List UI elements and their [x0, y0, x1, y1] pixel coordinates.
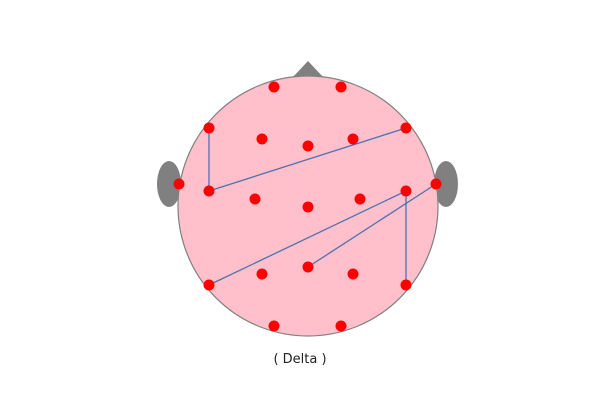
band-caption: ( Delta ): [273, 352, 327, 367]
electrode-dot: [400, 185, 412, 197]
electrode-dot: [302, 261, 314, 273]
electrode-dot: [302, 201, 314, 213]
left-ear: [157, 161, 181, 207]
connection-line: [208, 190, 407, 286]
electrode-dot: [400, 279, 412, 291]
electrode-dot: [347, 268, 359, 280]
electrode-dot: [203, 185, 215, 197]
electrode-dot: [347, 133, 359, 145]
connection-line: [208, 127, 407, 192]
electrode-dot: [335, 81, 347, 93]
electrode-dot: [302, 140, 314, 152]
electrode-dot: [335, 320, 347, 332]
electrode-dot: [400, 122, 412, 134]
electrode-dot: [203, 122, 215, 134]
electrode-dot: [268, 320, 280, 332]
connection-lines: [208, 127, 437, 286]
electrode-dot: [256, 268, 268, 280]
electrode-dot: [203, 279, 215, 291]
electrode-dot: [268, 81, 280, 93]
right-ear: [434, 161, 458, 207]
electrode-dot: [354, 193, 366, 205]
electrode-dot: [249, 193, 261, 205]
nose: [292, 61, 324, 78]
electrode-dot: [430, 178, 442, 190]
connection-line: [307, 183, 437, 268]
electrode-dot: [173, 178, 185, 190]
electrodes: [173, 81, 442, 332]
electrode-dot: [256, 133, 268, 145]
